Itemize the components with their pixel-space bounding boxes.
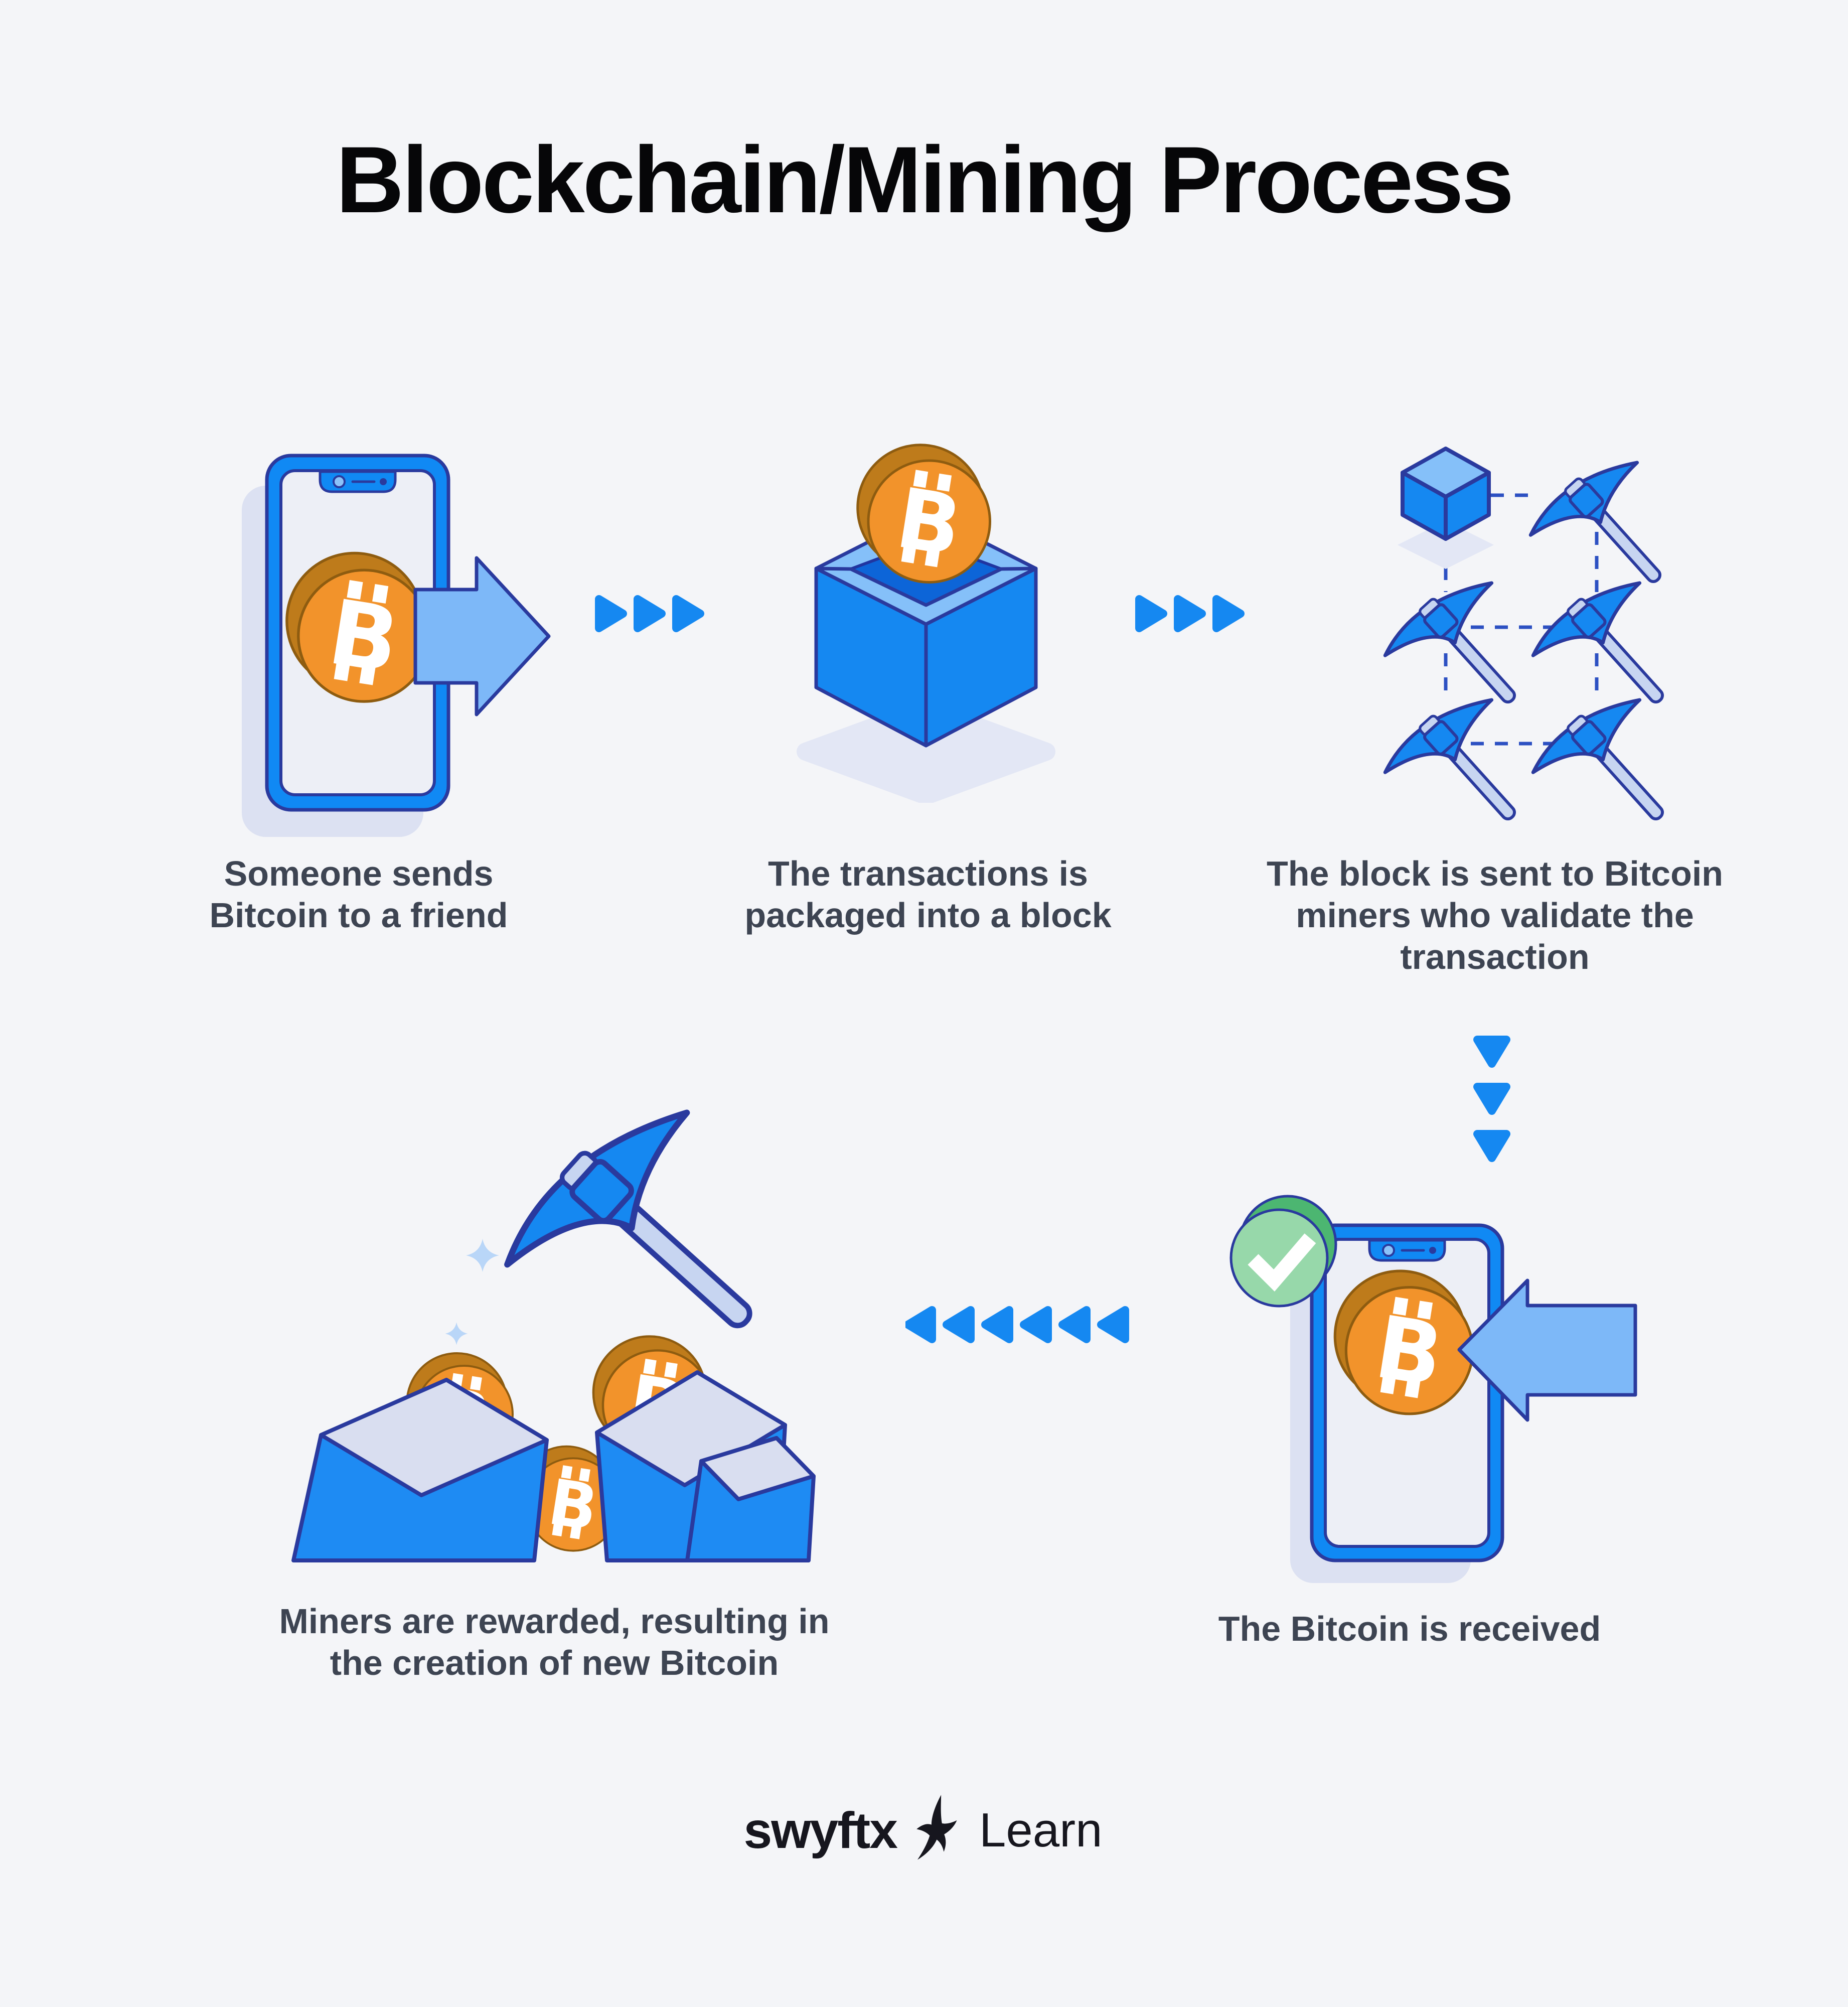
reward-pile-illustration [291,1059,816,1562]
check-circle-icon [1229,1195,1337,1308]
caption-line: The block is sent to Bitcoin [1266,854,1724,893]
caption-line: Miners are rewarded, resulting in [279,1602,830,1641]
swift-bird-icon [916,1795,957,1860]
sensor-dot-icon [380,478,387,485]
phone-send-illustration [242,454,551,837]
step-caption-4: Miners are rewarded, resulting in the cr… [216,1601,893,1684]
miner-network-illustration [1304,447,1685,833]
caption-line: packaged into a block [744,896,1112,935]
phone-receive-illustration [1229,1195,1637,1583]
pickaxe-icon [1533,700,1665,821]
block-cube-illustration [797,437,1055,803]
caption-line: The transactions is [768,854,1088,893]
step-caption-3: The block is sent to Bitcoin miners who … [1231,853,1758,978]
sparkle-icon [445,1322,468,1345]
cube-front-rim [814,566,1038,626]
chevron-six-left-icon [905,1301,1146,1349]
pickaxe-icon [1385,700,1517,821]
arrow-left-icon [1457,1278,1637,1422]
pickaxe-icon [1533,583,1665,704]
pickaxe-icon [494,1108,756,1353]
chevron-triple-down-icon [1469,1033,1514,1168]
pickaxe-icon [1385,583,1517,704]
product-name: Learn [979,1803,1103,1857]
brand-logo: swyftx Learn [692,1785,1154,1876]
checkmark [1248,1233,1316,1292]
arrow-right-icon [413,556,551,716]
brand-name: swyftx [743,1801,898,1859]
rock-pile-icon [291,1370,816,1562]
chevron-triple-right-icon [1135,592,1255,635]
page-title: Blockchain/Mining Process [336,127,1514,232]
chevron-triple-right-icon [594,592,715,635]
sensor-dot-icon [1429,1247,1436,1254]
step-caption-5: The Bitcoin is received [1159,1608,1660,1650]
caption-line: transaction [1400,937,1590,976]
step-caption-1: Someone sends Bitcoin to a friend [133,853,584,936]
caption-line: Someone sends [224,854,494,893]
caption-line: The Bitcoin is received [1218,1609,1601,1648]
caption-line: miners who validate the [1296,896,1694,935]
camera-icon [1382,1244,1395,1257]
caption-line: the creation of new Bitcoin [330,1643,779,1682]
mini-cube-right [1444,471,1491,541]
caption-line: Bitcoin to a friend [209,896,508,935]
cube-shadow [1398,521,1494,569]
sparkle-icon [466,1239,499,1272]
step-caption-2: The transactions is packaged into a bloc… [702,853,1154,936]
camera-icon [333,475,346,488]
